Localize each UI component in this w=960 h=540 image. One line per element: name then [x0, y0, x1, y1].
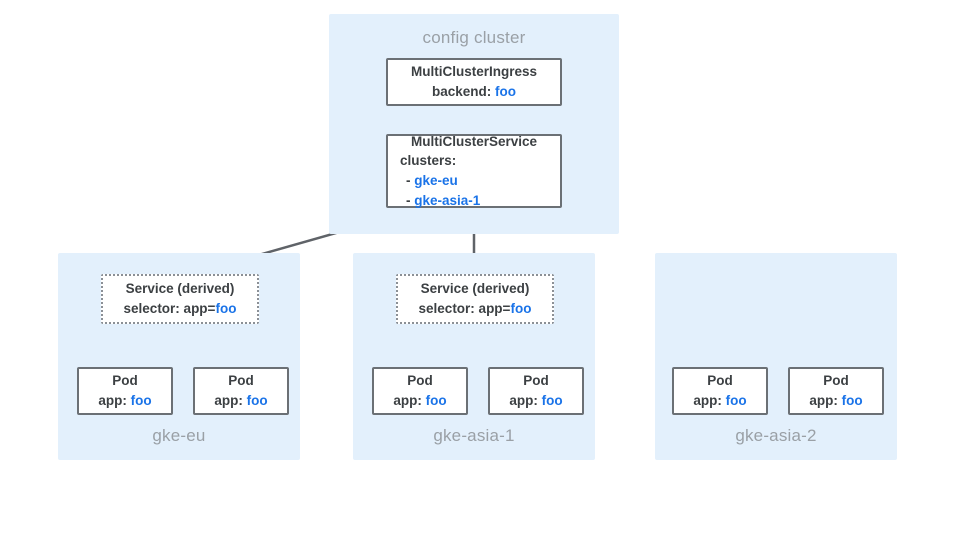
pod-box[interactable]: Pod app: foo: [672, 367, 768, 415]
multiclusteringress-backend: backend: foo: [388, 82, 560, 102]
pod-app-value: foo: [725, 393, 747, 408]
pod-title: Pod: [407, 373, 433, 389]
cluster-name: gke-eu: [414, 173, 458, 188]
derived-service-box-gke-eu[interactable]: Service (derived) selector: app=foo: [101, 274, 259, 324]
config-cluster-label: config cluster: [422, 28, 526, 47]
pod-app-value: foo: [130, 393, 152, 408]
zone-label-gke-eu: gke-eu: [152, 426, 206, 445]
pod-app: app: foo: [195, 391, 287, 411]
multiclusteringress-title: MultiClusterIngress: [410, 64, 538, 80]
pod-app: app: foo: [79, 391, 171, 411]
pod-box[interactable]: Pod app: foo: [488, 367, 584, 415]
backend-value: foo: [495, 84, 517, 99]
derived-service-box-gke-asia-1[interactable]: Service (derived) selector: app=foo: [396, 274, 554, 324]
pod-box[interactable]: Pod app: foo: [372, 367, 468, 415]
pod-title: Pod: [228, 373, 254, 389]
zone-label-gke-asia-1: gke-asia-1: [433, 426, 515, 445]
derived-service-title: Service (derived): [420, 281, 530, 297]
selector-label: selector: app=: [123, 301, 216, 316]
pod-title: Pod: [112, 373, 138, 389]
pod-app-label: app:: [214, 393, 247, 408]
list-dash: -: [406, 173, 415, 188]
zone-label-gke-asia-2: gke-asia-2: [735, 426, 817, 445]
pod-box[interactable]: Pod app: foo: [77, 367, 173, 415]
backend-label: backend:: [431, 84, 496, 99]
multiclusterservice-title: MultiClusterService: [410, 133, 538, 149]
pod-box[interactable]: Pod app: foo: [788, 367, 884, 415]
pod-app-value: foo: [246, 393, 268, 408]
pod-app: app: foo: [374, 391, 466, 411]
list-dash: -: [406, 192, 415, 208]
multiclusterservice-clusters-label: clusters:: [400, 153, 457, 169]
selector-value: foo: [510, 301, 532, 316]
derived-service-selector: selector: app=foo: [398, 299, 552, 319]
pod-app-label: app:: [509, 393, 542, 408]
multiclusterservice-cluster-item: - gke-eu: [388, 171, 560, 191]
pod-app-value: foo: [541, 393, 563, 408]
selector-value: foo: [215, 301, 237, 316]
multiclusterservice-box[interactable]: MultiClusterService clusters: - gke-eu -…: [386, 134, 562, 208]
pod-title: Pod: [707, 373, 733, 389]
pod-app: app: foo: [490, 391, 582, 411]
pod-app-label: app:: [393, 393, 426, 408]
pod-app-value: foo: [425, 393, 447, 408]
pod-app: app: foo: [790, 391, 882, 411]
derived-service-title: Service (derived): [125, 281, 235, 297]
pod-box[interactable]: Pod app: foo: [193, 367, 289, 415]
zone-panel-gke-asia-2: gke-asia-2: [655, 253, 897, 460]
multiclusteringress-box[interactable]: MultiClusterIngress backend: foo: [386, 58, 562, 106]
multiclusterservice-cluster-item: - gke-asia-1: [388, 191, 560, 211]
pod-title: Pod: [523, 373, 549, 389]
cluster-name: gke-asia-1: [414, 192, 481, 208]
selector-label: selector: app=: [418, 301, 511, 316]
derived-service-selector: selector: app=foo: [103, 299, 257, 319]
pod-app-label: app:: [809, 393, 842, 408]
pod-app-label: app:: [98, 393, 131, 408]
pod-title: Pod: [823, 373, 849, 389]
pod-app: app: foo: [674, 391, 766, 411]
pod-app-label: app:: [693, 393, 726, 408]
pod-app-value: foo: [841, 393, 863, 408]
